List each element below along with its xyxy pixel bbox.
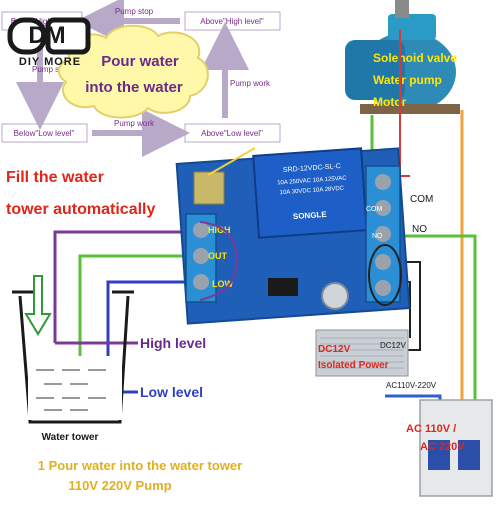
outline-dc-pins xyxy=(368,244,402,306)
screw-no xyxy=(375,226,391,242)
breaker-line2: AC 220V xyxy=(420,441,465,453)
pump-pipe xyxy=(395,0,409,18)
pin-com: COM xyxy=(366,206,383,213)
water-pump: Solenoid valve Water pump Motor xyxy=(345,0,460,114)
screw-high xyxy=(193,222,209,238)
pin-high: HIGH xyxy=(208,225,231,235)
cloud-line1: Pour water xyxy=(101,53,179,70)
logo-brand: DIY MORE xyxy=(19,56,81,68)
footer-line1: 1 Pour water into the water tower xyxy=(38,458,242,473)
water-tower: Water tower xyxy=(12,275,134,443)
pump-line1: Solenoid valve xyxy=(373,51,457,65)
headline-line1: Fill the water xyxy=(6,169,104,186)
level-low: Low level xyxy=(140,384,203,400)
pour-arrow-icon xyxy=(24,275,52,336)
ic-chip xyxy=(268,278,298,296)
psu-vents xyxy=(320,337,404,369)
screw-low xyxy=(193,274,209,290)
flow-chart: Below"High level" Above"High level" Belo… xyxy=(1,0,281,157)
flow-top-arrow: Pump stop xyxy=(115,7,154,16)
relay-board: SRD-12VDC-SL-C 10A 250VAC 10A 125VAC 10A… xyxy=(175,147,411,325)
brand-logo: DM DIY MORE xyxy=(7,17,91,68)
logo-letters: DM xyxy=(28,22,65,49)
wire-no-green xyxy=(384,234,477,420)
relay-rating1: 10A 250VAC 10A 125VAC xyxy=(277,176,347,187)
flow-above-high: Above"High level" xyxy=(200,17,264,26)
flow-below-high: Below"High level" xyxy=(11,17,74,26)
capacitor xyxy=(321,282,349,310)
psu-tag: DC12V xyxy=(380,341,406,350)
pump-motor xyxy=(345,40,405,100)
relay-brand: SONGLE xyxy=(293,210,328,221)
breaker-line1: AC 110V / xyxy=(406,423,456,435)
relay-rating2: 10A 30VDC 10A 28VDC xyxy=(280,186,345,197)
wire-high-purple xyxy=(53,230,200,343)
logo-mark-d xyxy=(7,17,47,55)
tower-water xyxy=(28,356,122,420)
power-supply: DC12V Isolated Power DC12V AC110V-220V xyxy=(315,329,437,390)
psu-label2: Isolated Power xyxy=(318,360,389,371)
breaker-switch-1 xyxy=(428,440,450,470)
label-com: COM xyxy=(410,194,433,205)
pump-line3: Motor xyxy=(373,95,407,109)
relay-model: SRD-12VDC-SL-C xyxy=(283,163,341,174)
pin-outline-right xyxy=(199,221,238,301)
label-no: NO xyxy=(412,224,427,235)
wire-out-green xyxy=(78,254,200,374)
tower-label: Water tower xyxy=(42,432,99,443)
footer-line2: 110V 220V Pump xyxy=(68,478,171,493)
circuit-breaker: AC 110V / AC 220V xyxy=(406,399,493,497)
screw-dc1 xyxy=(375,254,391,270)
cloud-line2: into the water xyxy=(85,79,183,96)
flow-left-side: Pump stop xyxy=(32,65,71,74)
label-ac: AC110V-220V xyxy=(386,381,437,390)
pin-out: OUT xyxy=(208,251,228,261)
logo-mark-m xyxy=(45,17,91,55)
pointer-line xyxy=(207,147,256,176)
psu-label1: DC12V xyxy=(318,344,351,355)
relay-module xyxy=(252,147,368,239)
breaker-switch-2 xyxy=(458,440,480,470)
flow-right-side: Pump work xyxy=(230,79,271,88)
tower-walls xyxy=(18,295,130,424)
water-dashes xyxy=(36,369,106,411)
flow-bottom-arrow: Pump work xyxy=(114,119,155,128)
flow-above-low: Above"Low level" xyxy=(201,129,263,138)
screw-out xyxy=(193,248,209,264)
cloud-bubble: Pour water into the water xyxy=(57,24,209,119)
flow-below-low: Below"Low level" xyxy=(14,129,75,138)
level-high: High level xyxy=(140,335,206,351)
led-header xyxy=(193,171,225,205)
cloud-shape xyxy=(57,24,209,119)
pin-no: NO xyxy=(372,233,383,240)
pump-base xyxy=(360,104,460,114)
screw-com xyxy=(375,200,391,216)
pin-low: LOW xyxy=(212,279,233,289)
screw-nc xyxy=(375,174,391,190)
pump-line2: Water pump xyxy=(373,73,442,87)
headline-line2: tower automatically xyxy=(6,201,155,218)
screw-dc2 xyxy=(375,280,391,296)
